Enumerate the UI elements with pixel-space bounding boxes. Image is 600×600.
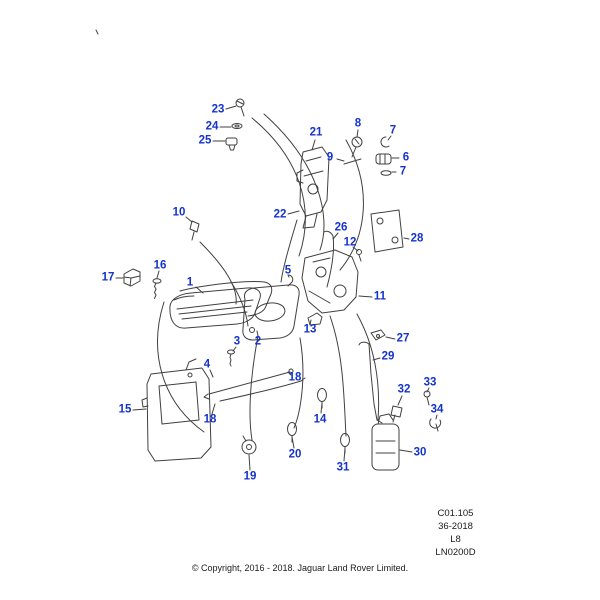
rod-26-drawing	[323, 230, 334, 288]
part-callout[interactable]: 12	[343, 236, 357, 249]
bracket-28-drawing	[370, 209, 404, 253]
part-callout[interactable]: 29	[381, 350, 395, 363]
part-callout[interactable]: 7	[399, 165, 407, 178]
lock-mechanism-11-drawing	[301, 249, 359, 314]
ref-code-line: LN0200D	[435, 547, 476, 558]
part-callout[interactable]: 32	[397, 383, 411, 396]
screw-3-drawing	[227, 349, 235, 367]
part-callout[interactable]: 9	[326, 151, 334, 164]
part-callout[interactable]: 34	[430, 403, 444, 416]
trim-panel-15-drawing	[141, 358, 212, 462]
screw-16-drawing	[152, 278, 162, 299]
lever-13-drawing	[307, 312, 323, 326]
part-callout[interactable]: 26	[334, 221, 348, 234]
escutcheon-2-drawing	[242, 284, 300, 341]
part-callout[interactable]: 17	[101, 271, 115, 284]
clip-27-drawing	[370, 329, 386, 341]
handle-gasket-drawing	[179, 281, 273, 317]
ref-code-block: C01.105 36-2018 L8 LN0200D	[413, 507, 498, 559]
washer-24-drawing	[231, 123, 243, 129]
part-callout[interactable]: 7	[389, 124, 397, 137]
part-callout[interactable]: 21	[309, 126, 323, 139]
part-callout[interactable]: 8	[354, 117, 362, 130]
clip-25-drawing	[225, 137, 238, 151]
screw-12-drawing	[356, 249, 362, 262]
door-handle-1-drawing	[169, 287, 261, 329]
part-callout[interactable]: 16	[153, 259, 167, 272]
flow-curves	[157, 113, 380, 441]
knob-17-drawing	[123, 268, 141, 287]
part-callout[interactable]: 31	[336, 461, 350, 474]
screw-23-drawing	[235, 98, 245, 117]
rods-4-18-drawing	[203, 368, 306, 402]
part-callout[interactable]: 19	[243, 470, 257, 483]
clip-10-drawing	[189, 220, 200, 241]
part-callout[interactable]: 20	[288, 448, 302, 461]
part-callout[interactable]: 2	[254, 335, 262, 348]
copyright-text: © Copyright, 2016 - 2018. Jaguar Land Ro…	[191, 563, 409, 573]
part-callout[interactable]: 18	[288, 371, 302, 384]
part-callout[interactable]: 25	[198, 134, 212, 147]
part-callout[interactable]: 23	[211, 103, 225, 116]
part-callout[interactable]: 28	[410, 232, 424, 245]
part-callout[interactable]: 1	[186, 276, 194, 289]
part-callout[interactable]: 18	[203, 413, 217, 426]
part-callout[interactable]: 27	[396, 332, 410, 345]
actuator-30-drawing	[371, 413, 400, 471]
clip-34-drawing	[429, 418, 442, 432]
ref-code-line: L8	[450, 534, 461, 545]
part-callout[interactable]: 4	[203, 358, 211, 371]
knob-19-drawing	[241, 435, 257, 455]
ref-code-line: 36-2018	[438, 521, 473, 532]
part-callout[interactable]: 13	[303, 323, 317, 336]
part-callout[interactable]: 6	[402, 151, 410, 164]
latch-21-22-drawing	[296, 146, 330, 229]
part-callout[interactable]: 22	[273, 208, 287, 221]
leader-lines	[115, 105, 438, 471]
rod-29-drawing	[358, 341, 383, 424]
part-callout[interactable]: 24	[205, 120, 219, 133]
part-callout[interactable]: 3	[233, 335, 241, 348]
part-callout[interactable]: 5	[284, 264, 292, 277]
part-callout[interactable]: 14	[313, 413, 327, 426]
part-callout[interactable]: 11	[373, 290, 387, 303]
print-artifact	[95, 29, 99, 35]
part-callout[interactable]: 33	[423, 376, 437, 389]
part-callout[interactable]: 15	[118, 403, 132, 416]
part-callout[interactable]: 30	[413, 446, 427, 459]
part-callout[interactable]: 10	[172, 206, 186, 219]
clip-32-drawing	[390, 405, 403, 423]
ref-code-line: C01.105	[437, 508, 474, 519]
clip-5-drawing	[287, 274, 294, 287]
